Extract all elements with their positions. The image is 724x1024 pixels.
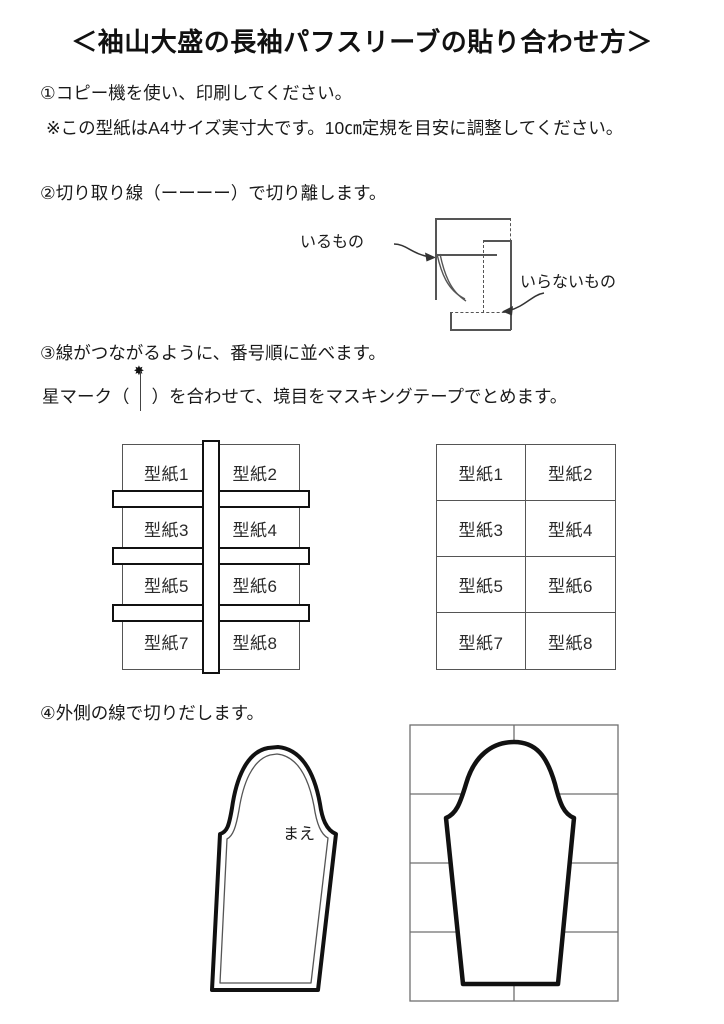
table-cell: 型紙6 — [526, 557, 615, 613]
arrow-to-keep-icon — [393, 243, 436, 262]
page-title: ＜袖山大盛の長袖パフスリーブの貼り合わせ方＞ — [71, 27, 653, 57]
table-cell: 型紙1 — [437, 445, 526, 501]
step-2-text: ②切り取り線（ーーーー）で切り離します。 — [40, 183, 387, 203]
sleeve-front-label: まえ — [283, 826, 316, 843]
star-stem — [139, 371, 142, 411]
cut-diagram — [395, 218, 535, 331]
sleeve-right-cut-line — [443, 739, 577, 987]
masking-tape-vertical — [202, 440, 220, 674]
table-cell: 型紙3 — [437, 501, 526, 557]
step-4-text: ④外側の線で切りだします。 — [40, 703, 264, 723]
arrow-to-discard-icon — [502, 292, 545, 316]
sleeve-pattern-left — [210, 745, 338, 992]
star-mark-icon: ✸ — [130, 364, 152, 411]
table-cell: 型紙8 — [232, 633, 278, 653]
cut-diagram-discard-label: いらないもの — [520, 274, 617, 291]
table-cell: 型紙2 — [526, 445, 615, 501]
step-3-tape-text-after: ）を合わせて、境目をマスキングテープでとめます。 — [151, 386, 568, 407]
step-1-note-text: ※この型紙はA4サイズ実寸大です。10㎝定規を目安に調整してください。 — [46, 118, 624, 138]
pattern-grid-taped: 型紙1 型紙2 型紙3 型紙4 型紙5 型紙6 型紙7 型紙8 — [112, 440, 312, 680]
table-cell: 型紙5 — [437, 557, 526, 613]
sleeve-outer-cut-line — [210, 745, 338, 992]
cut-diagram-discard-label-wrap: いらないもの — [520, 268, 616, 292]
star-glyph: ✸ — [134, 364, 145, 377]
step-3-tape-line: 星マーク（ ✸ ）を合わせて、境目をマスキングテープでとめます。 — [42, 364, 568, 411]
table-cell: 型紙8 — [548, 633, 593, 653]
sleeve-pattern-right — [409, 724, 619, 1002]
pattern-grid-plain: 型紙1 型紙2 型紙3 型紙4 型紙5 型紙6 型紙7 型紙8 — [436, 444, 616, 670]
cut-diagram-keep-label-wrap: いるもの — [300, 228, 364, 252]
pattern-grid-plain-table: 型紙1 型紙2 型紙3 型紙4 型紙5 型紙6 型紙7 型紙8 — [436, 444, 616, 670]
step-1-text: ①コピー機を使い、印刷してください。 — [40, 83, 353, 103]
cut-diagram-keep-label: いるもの — [300, 234, 365, 251]
sleeve-inner-seam-line — [219, 753, 329, 984]
step-3-text: ③線がつながるように、番号順に並べます。 — [40, 343, 386, 363]
table-cell: 型紙7 — [437, 613, 526, 669]
table-cell: 型紙4 — [526, 501, 615, 557]
step-3-tape-text-before: 星マーク（ — [42, 386, 130, 407]
